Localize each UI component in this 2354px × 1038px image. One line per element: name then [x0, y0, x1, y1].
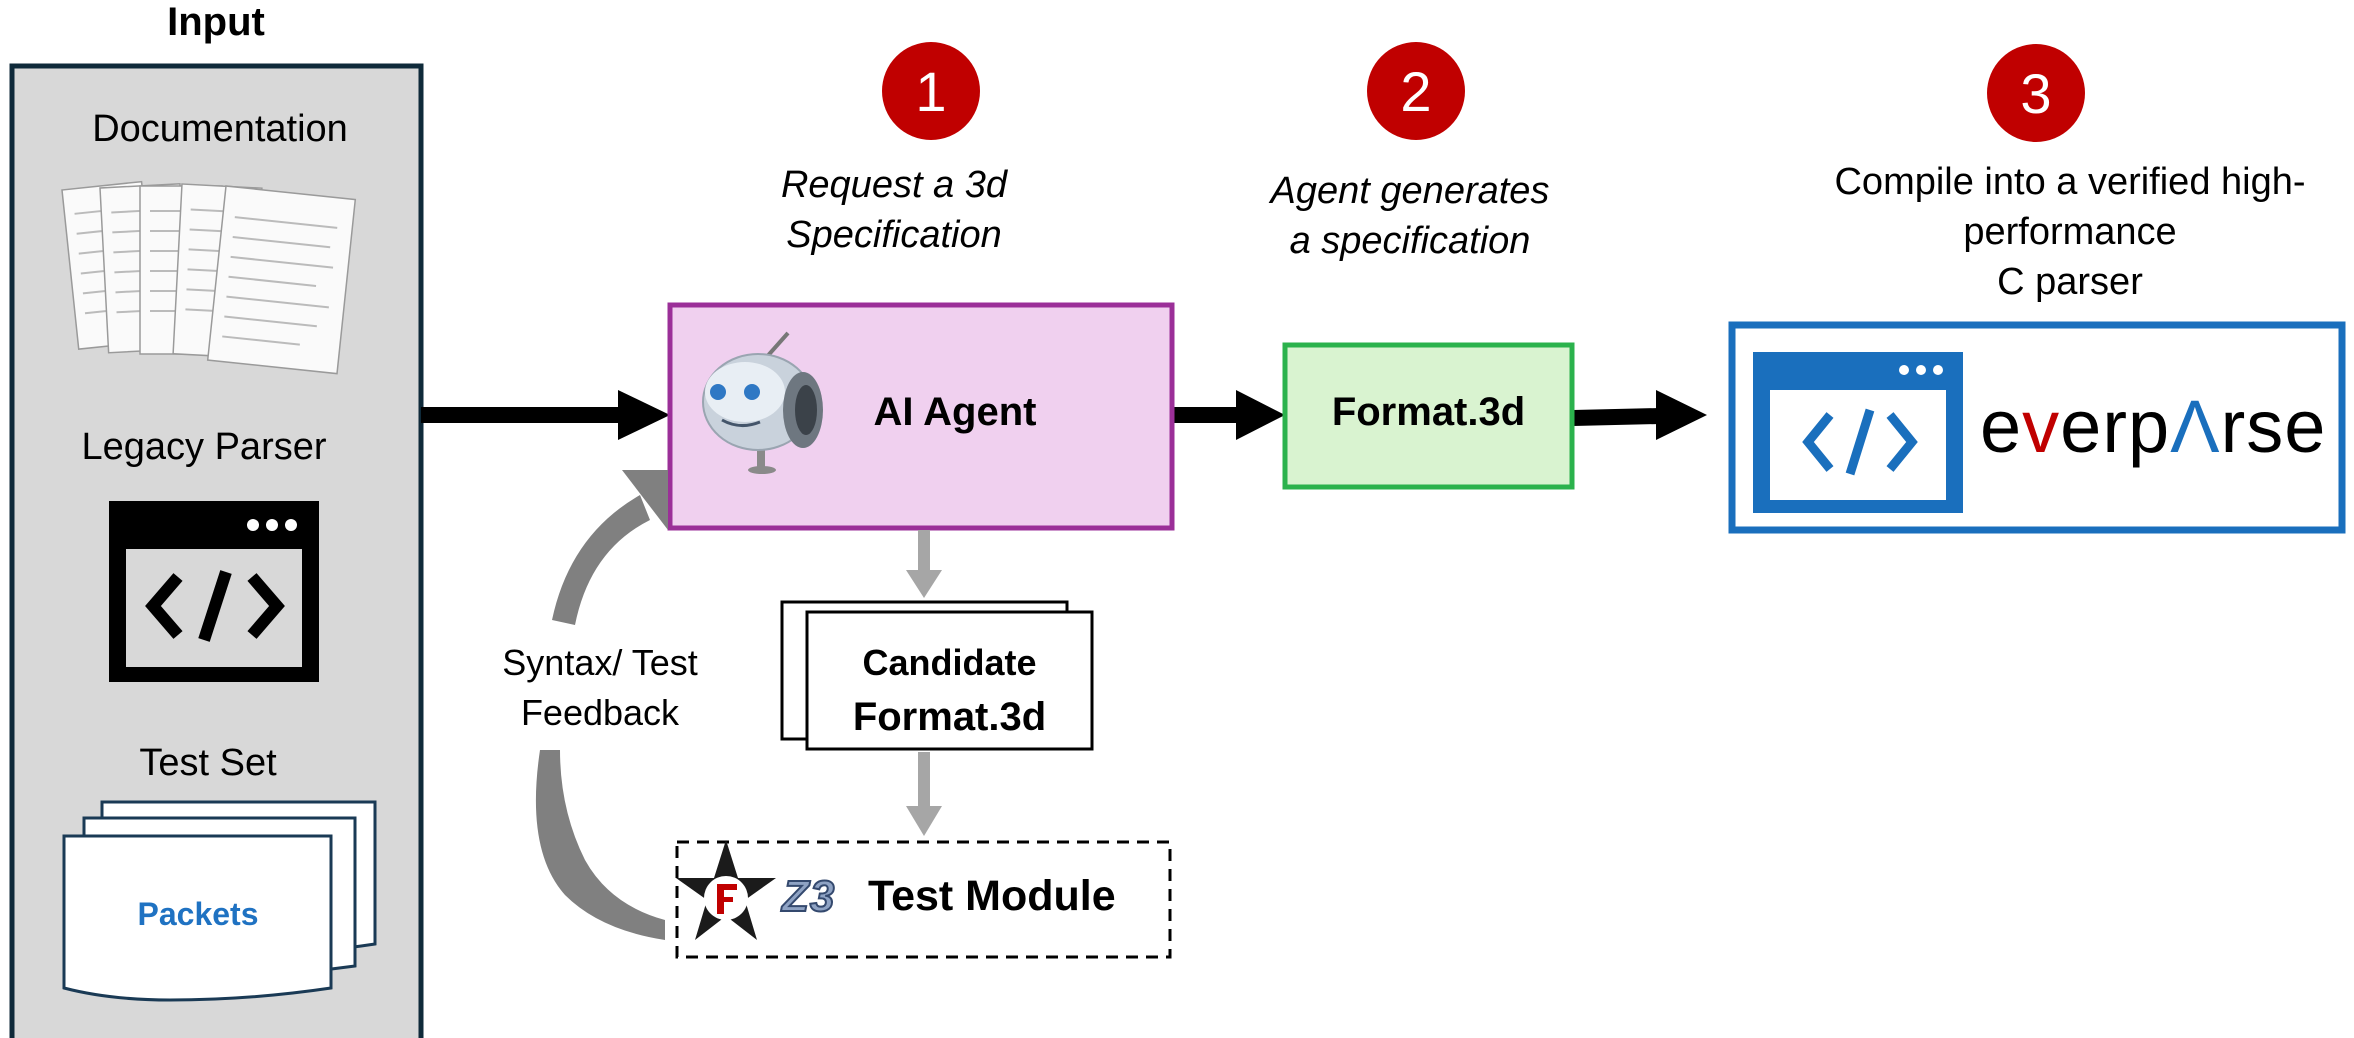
- everparse-letter: r: [2102, 385, 2128, 468]
- feedback-label: Syntax/ Test Feedback: [502, 638, 697, 738]
- legacy-parser-label: Legacy Parser: [81, 426, 327, 468]
- step-3-caption-line-2: performance: [1963, 211, 2177, 253]
- feedback-label-line-2: Feedback: [520, 692, 680, 733]
- everparse-letter: s: [2246, 385, 2285, 468]
- step-2-caption-line-1: Agent generates: [1270, 170, 1550, 212]
- everparse-logo-text: everpΛrse: [1980, 384, 2326, 469]
- candidate-label: Candidate Format.3d: [807, 636, 1092, 744]
- candidate-label-line-1: Candidate: [862, 642, 1037, 683]
- documentation-label: Documentation: [92, 108, 348, 150]
- input-panel-title: Input: [167, 0, 265, 44]
- candidate-label-line-2: Format.3d: [852, 695, 1047, 739]
- everparse-letter: v: [2022, 385, 2061, 468]
- documentation-icon: [61, 180, 357, 375]
- packets-label: Packets: [137, 896, 259, 932]
- everparse-letter: Λ: [2170, 385, 2221, 468]
- step-2-badge: 2: [1367, 42, 1465, 140]
- step-1-badge: 1: [882, 42, 980, 140]
- code-window-icon: [109, 501, 319, 682]
- input-panel: [9, 63, 424, 1038]
- z3-logo: Z3: [781, 871, 836, 922]
- step-1-caption: Request a 3d Specification: [781, 160, 1007, 260]
- everparse-letter: p: [2127, 385, 2171, 468]
- test-set-label: Test Set: [139, 742, 277, 784]
- step-2-caption: Agent generates a specification: [1271, 166, 1550, 266]
- step-3-caption-line-3: C parser: [1997, 261, 2143, 303]
- everparse-letter: r: [2220, 385, 2247, 468]
- test-module-label: Test Module: [868, 872, 1116, 920]
- everparse-letter: e: [1980, 385, 2023, 468]
- everparse-letter: e: [2060, 385, 2103, 468]
- everparse-letter: e: [2284, 385, 2327, 468]
- step-3-badge: 3: [1987, 44, 2085, 142]
- robot-icon: [702, 331, 823, 474]
- step-2-caption-line-2: a specification: [1289, 220, 1531, 262]
- everparse-code-window-icon: [1753, 352, 1963, 513]
- step-1-caption-line-1: Request a 3d: [780, 164, 1008, 206]
- step-3-caption-line-1: Compile into a verified high-: [1834, 161, 2306, 203]
- everparse-wordmark: everpΛrse: [1980, 385, 2326, 468]
- feedback-label-line-1: Syntax/ Test: [502, 642, 698, 683]
- step-1-caption-line-2: Specification: [786, 214, 1002, 256]
- format-3d-label: Format.3d: [1331, 389, 1526, 434]
- ai-agent-label: AI Agent: [873, 389, 1037, 434]
- step-3-caption: Compile into a verified high- performanc…: [1834, 157, 2305, 307]
- fstar-logo-icon: [676, 840, 776, 940]
